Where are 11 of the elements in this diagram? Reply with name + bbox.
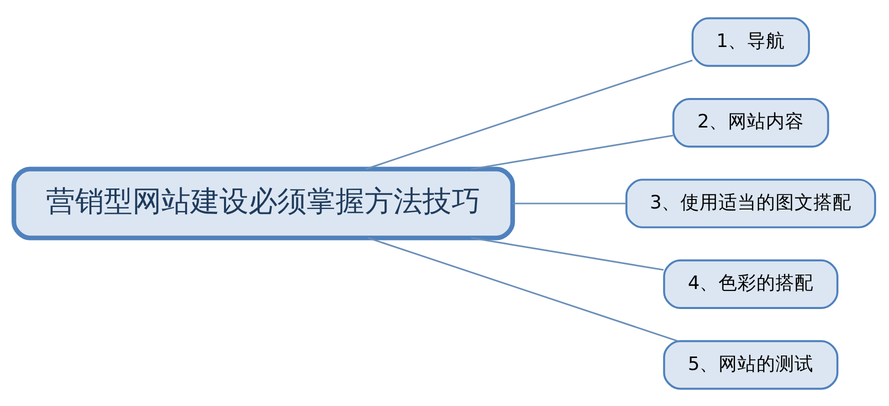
node-box: 5、网站的测试 (663, 340, 838, 390)
node-box: 3、使用适当的图文搭配 (625, 178, 876, 228)
connector (471, 134, 674, 170)
connector (471, 236, 664, 270)
connector (368, 236, 678, 342)
node-box: 1、导航 (692, 16, 810, 66)
connector (512, 202, 626, 204)
node-box: 4、色彩的搭配 (663, 258, 838, 308)
node-box: 营销型网站建设必须掌握方法技巧 (12, 166, 515, 240)
connector (366, 59, 693, 170)
node-box: 2、网站内容 (672, 98, 830, 148)
